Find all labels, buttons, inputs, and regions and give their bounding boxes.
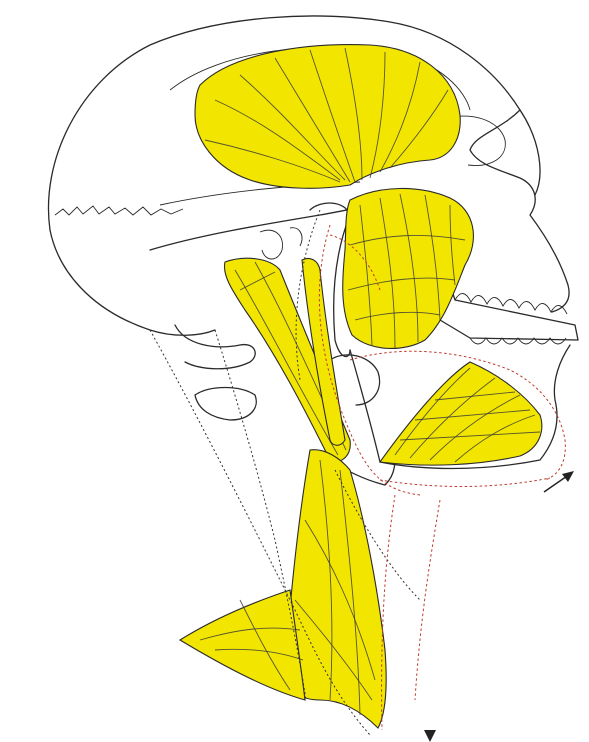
suprahyoid-muscle — [380, 362, 542, 465]
temporalis-muscle — [195, 45, 460, 189]
masseter-muscle — [343, 188, 474, 348]
arrowhead-icon — [424, 730, 436, 742]
arrow-icon — [544, 471, 574, 492]
muscle-regions — [180, 45, 542, 728]
